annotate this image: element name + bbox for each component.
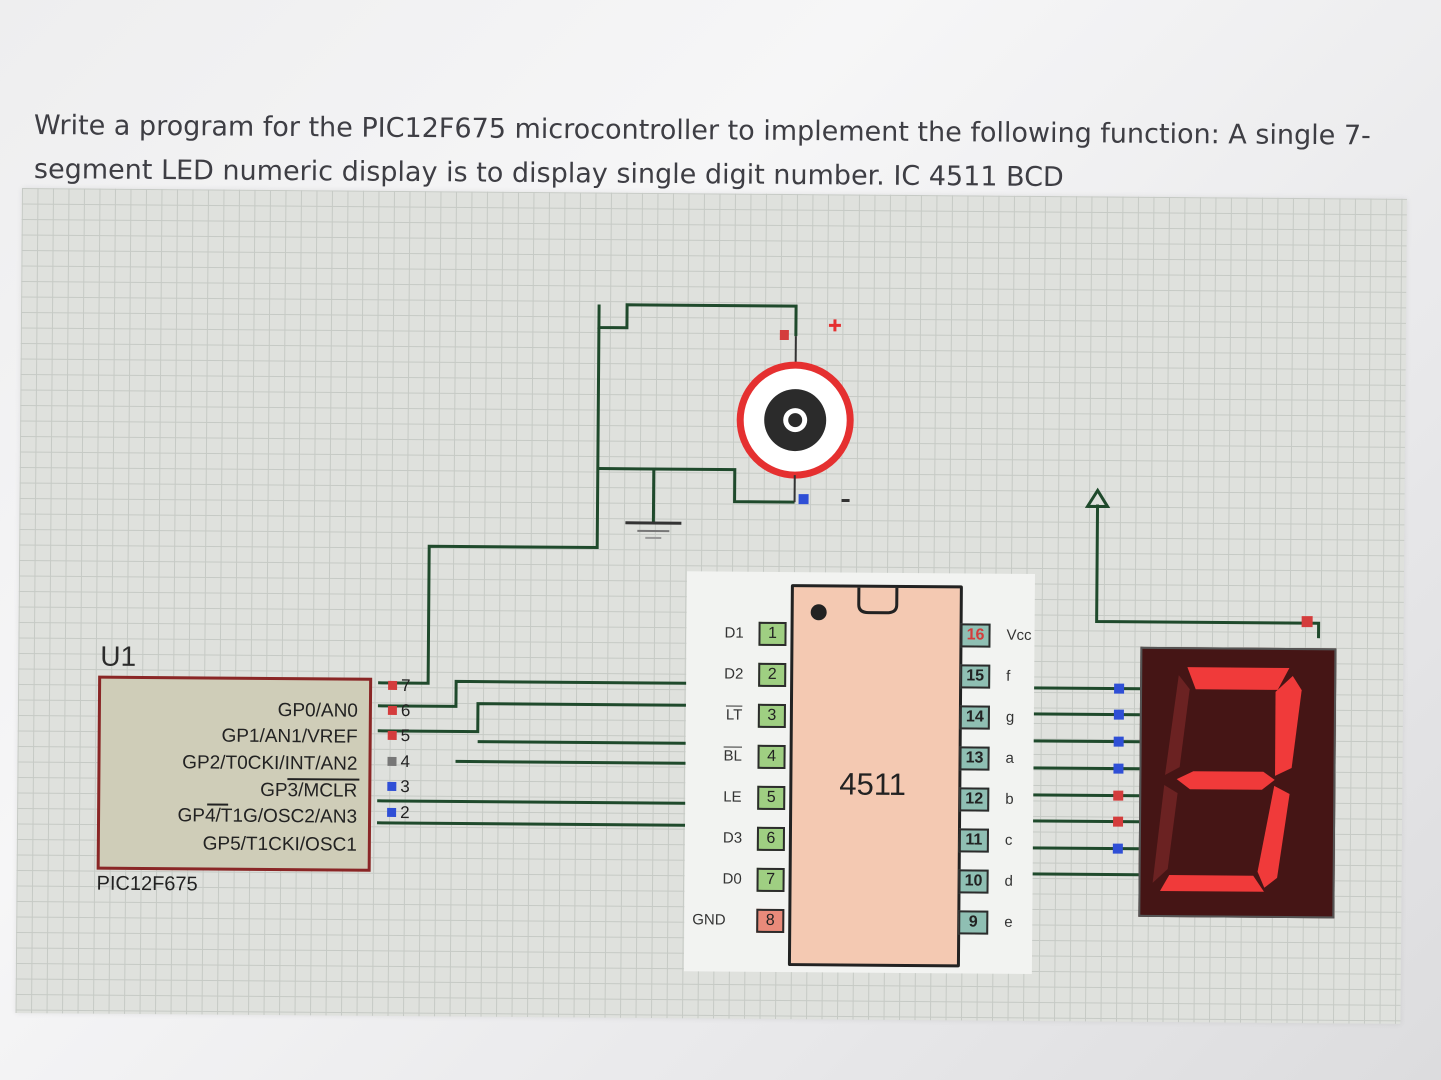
segment-e <box>1152 784 1178 883</box>
decoder-notch <box>810 587 899 621</box>
question-text: Write a program for the PIC12F675 microc… <box>34 104 1414 193</box>
battery-icon <box>736 319 854 505</box>
seven-segment-digit <box>1152 667 1302 892</box>
segment-b <box>1275 675 1302 776</box>
wire-gp1 <box>377 679 759 708</box>
segment-c <box>1257 785 1290 888</box>
segment-d <box>1159 875 1264 892</box>
segment-g <box>1176 771 1275 790</box>
segment-a <box>1187 667 1290 690</box>
segment-f <box>1165 675 1190 775</box>
ground-icon <box>625 468 682 540</box>
vcc-arrow-icon <box>1084 487 1321 639</box>
wire-gp2 <box>377 702 758 734</box>
wire-battery-top <box>597 303 798 337</box>
schematic-canvas: U1 GP0/AN0 GP1/AN1/VREF GP2/T0CKI/INT/AN… <box>15 188 1407 1024</box>
wire-battery-left <box>378 327 601 685</box>
mcu-overbars <box>207 778 360 806</box>
wire-ground <box>597 467 795 504</box>
